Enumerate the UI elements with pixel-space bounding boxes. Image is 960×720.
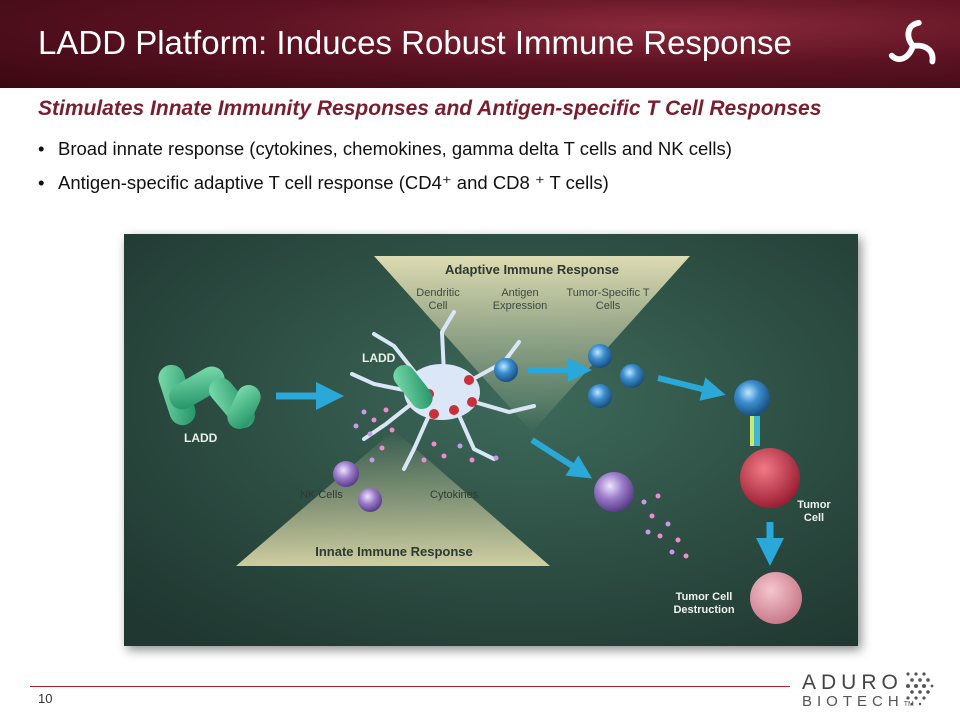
- nk-cell-icon: [594, 472, 634, 512]
- effector-t-cell-icon: [734, 380, 770, 416]
- brand-name: ADURO: [802, 671, 903, 694]
- nk-cells-label: NK Cells: [300, 489, 343, 501]
- arrow-to-nk-icon: [530, 437, 593, 479]
- tcr-connector-icon: [750, 416, 756, 446]
- bullet-text: Antigen-specific adaptive T cell respons…: [58, 172, 609, 193]
- ladd-bacteria-icon: [158, 364, 261, 429]
- t-cell-icon: [588, 344, 612, 368]
- innate-response-title: Innate Immune Response: [315, 544, 472, 559]
- brand-sub-text: BIOTECH: [802, 693, 904, 710]
- tcr-connector-icon: [754, 416, 760, 446]
- granules-dots-icon: [641, 493, 689, 559]
- title-banner: LADD Platform: Induces Robust Immune Res…: [0, 0, 960, 88]
- bullet-list: • Broad innate response (cytokines, chemo…: [38, 138, 732, 206]
- brand-dot-pattern-icon: [906, 672, 934, 706]
- bullet-dot-icon: •: [38, 172, 45, 193]
- t-cell-icon: [588, 384, 612, 408]
- brand-subtitle: BIOTECHTM: [802, 693, 914, 710]
- nk-cell-icon: [358, 488, 382, 512]
- cytokines-label: Cytokines: [430, 489, 479, 501]
- ladd-in-cell-icon: [393, 364, 433, 410]
- destroyed-tumor-cell-icon: [750, 572, 802, 624]
- aduro-swirl-logo-icon: [888, 19, 936, 65]
- ladd-label-left: LADD: [184, 431, 218, 445]
- bullet-item: • Antigen-specific adaptive T cell respon…: [38, 172, 732, 206]
- t-cell-icon: [620, 364, 644, 388]
- slide-title: LADD Platform: Induces Robust Immune Res…: [38, 24, 792, 61]
- cytokines-dots-icon: [353, 407, 499, 463]
- trademark-mark: TM: [903, 701, 914, 708]
- adaptive-response-triangle: [374, 256, 690, 432]
- ladd-label-top: LADD: [362, 351, 396, 365]
- bullet-text: Broad innate response (cytokines, chemok…: [58, 138, 732, 159]
- arrow-to-effector-icon: [657, 375, 726, 401]
- bullet-item: • Broad innate response (cytokines, chemo…: [38, 138, 732, 172]
- page-number: 10: [38, 691, 53, 706]
- tumor-cell-icon: [740, 448, 800, 508]
- adaptive-response-title: Adaptive Immune Response: [445, 262, 619, 277]
- nk-cell-icon: [333, 461, 359, 487]
- footer-rule: [30, 686, 790, 687]
- slide-subtitle: Stimulates Innate Immunity Responses and…: [38, 97, 822, 120]
- bullet-dot-icon: •: [38, 138, 45, 159]
- t-cell-icon: [494, 358, 518, 382]
- innate-response-triangle: [236, 430, 550, 566]
